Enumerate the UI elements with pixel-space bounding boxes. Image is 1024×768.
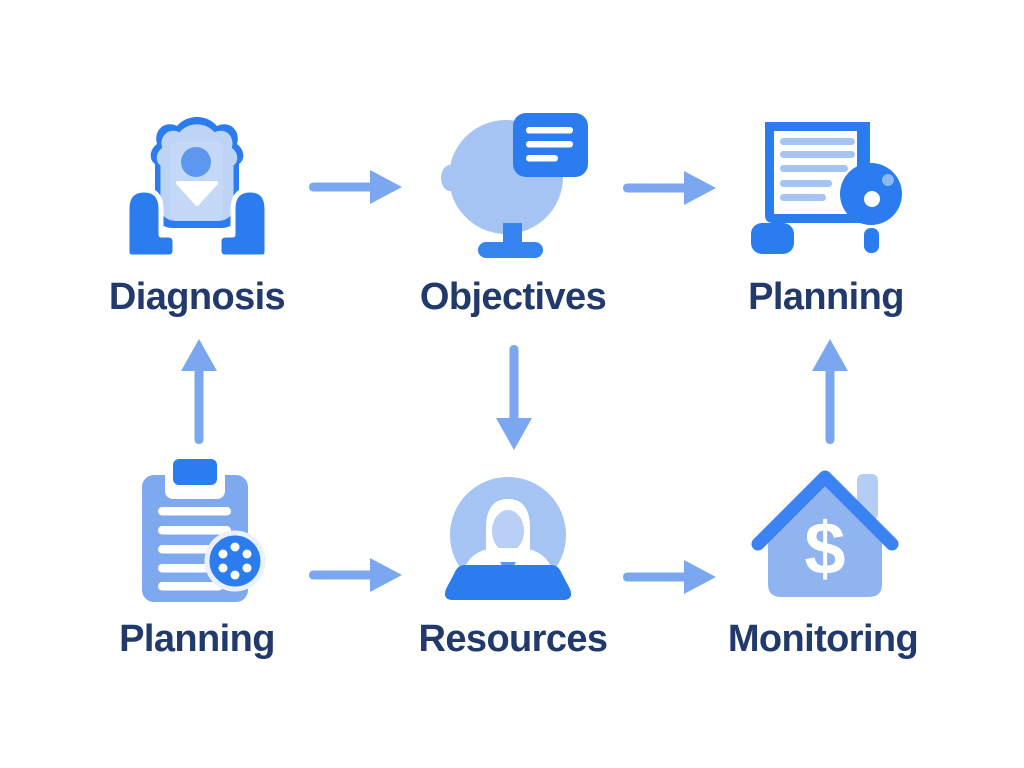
clipboard-dial-icon [142,459,266,602]
node-label-diagnosis: Diagnosis [108,276,286,318]
node-label-planning-top: Planning [748,276,904,318]
node-label-planning-bottom: Planning [119,618,275,660]
dial [204,530,266,592]
node-label-resources: Resources [418,618,609,660]
arrow-planning-to-resources [309,558,402,592]
arrow-monitoring-to-planning-up [812,339,848,444]
node-label-monitoring: Monitoring [727,618,919,660]
house-dollar-icon: $ [751,470,899,597]
stand-base [478,242,543,258]
down-triangle [176,181,218,206]
side-arms [124,187,270,260]
disc [840,163,902,253]
arrow-objectives-to-planning [623,171,716,205]
arrow-planning-to-diagnosis-up [181,339,217,444]
person-badge-icon [124,117,270,260]
clip-top [173,459,217,485]
corner-tab [751,223,794,254]
head-circle [181,147,211,177]
roof [751,470,899,551]
node-label-objectives: Objectives [419,276,607,318]
document-magnifier-icon [751,122,902,254]
dollar-sign: $ [804,507,845,590]
desk-base [444,565,572,600]
presentation-speech-icon [441,113,588,258]
person-desk-icon [444,477,572,600]
arrow-resources-to-monitoring [623,560,716,594]
arrow-objectives-to-resources-down [496,345,532,450]
speech-bubble [513,113,588,177]
arrow-diagnosis-to-objectives [309,170,402,204]
